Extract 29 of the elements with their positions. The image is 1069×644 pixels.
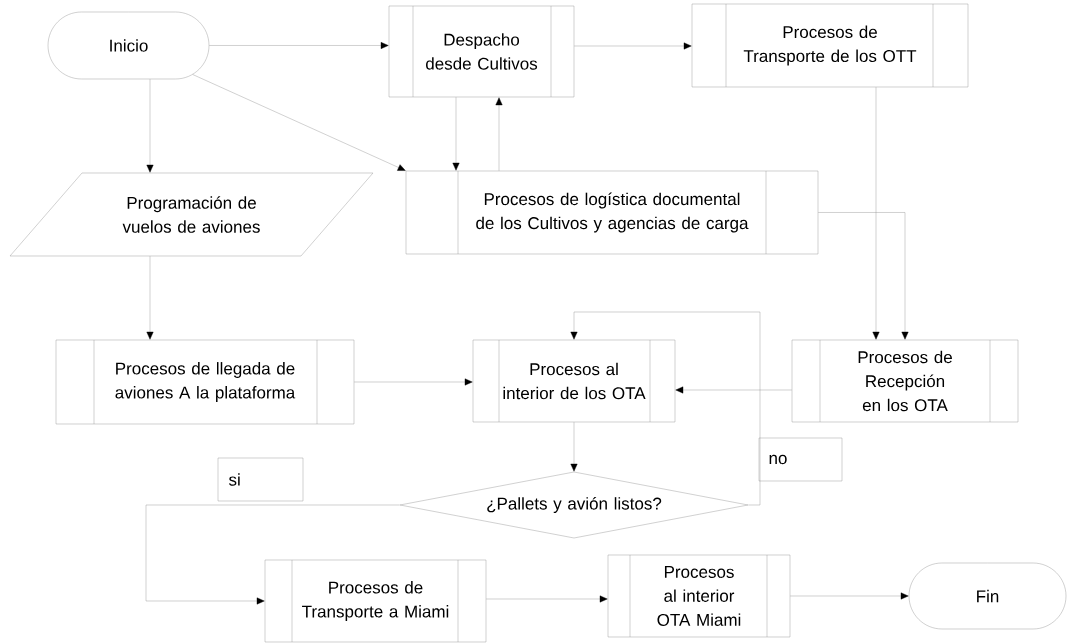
- arrow: [818, 212, 909, 340]
- arrow: [570, 311, 761, 506]
- arrow: [354, 378, 473, 386]
- arrow: [146, 79, 154, 173]
- process-box: Procesos al interior OTA Miami: [607, 554, 791, 638]
- process-box: Procesos de llegada de aviones A la plataforma: [55, 339, 355, 425]
- arrow: [486, 595, 608, 603]
- process-box: Procesos de Transporte a Miami: [264, 559, 487, 643]
- start-terminal: Inicio: [47, 11, 210, 80]
- arrow: [790, 592, 909, 600]
- arrow: [675, 386, 792, 394]
- process-box: Procesos al interior de los OTA: [472, 339, 676, 423]
- arrow: [570, 422, 578, 472]
- process-box: Procesos de logística documental de los Cultivos y agencias de carga: [405, 170, 819, 255]
- end-terminal: Fin: [908, 562, 1067, 630]
- arrow: [192, 74, 406, 171]
- branch-label-box: no: [758, 437, 843, 482]
- branch-label-box: si: [217, 457, 304, 502]
- process-box: Despacho desde Cultivos: [388, 5, 575, 98]
- arrow: [209, 42, 389, 49]
- input-parallelogram: Programación de vuelos de aviones: [9, 172, 374, 257]
- arrow: [574, 42, 692, 50]
- arrow: [495, 97, 503, 171]
- arrow: [872, 87, 880, 340]
- arrow: [146, 256, 154, 340]
- process-box: Procesos de Transporte de los OTT: [691, 3, 969, 88]
- process-box: Procesos de Recepción en los OTA: [791, 339, 1019, 423]
- arrow: [145, 504, 400, 605]
- arrow: [452, 97, 460, 171]
